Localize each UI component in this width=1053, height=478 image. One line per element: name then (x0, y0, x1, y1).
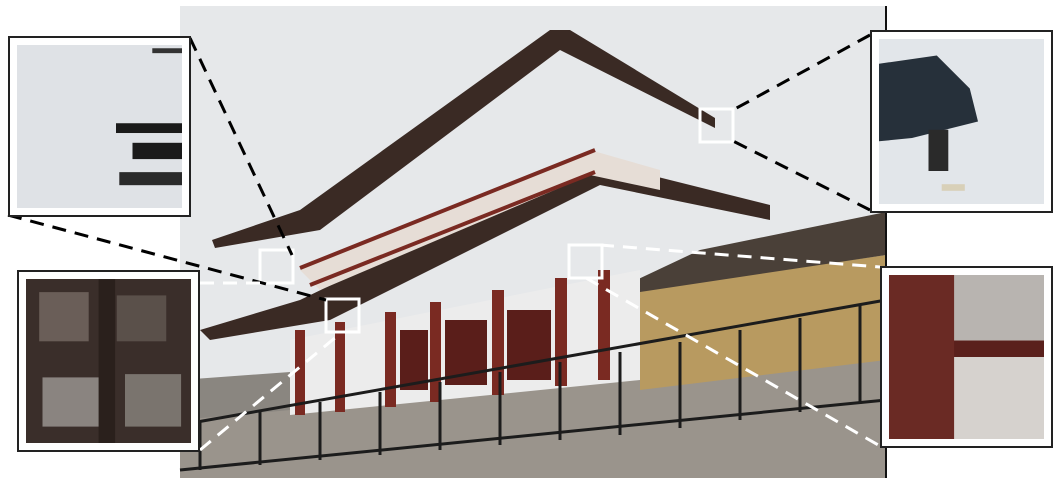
zoom-inset-top-left (8, 36, 191, 217)
zoom-inset-icon (879, 39, 1044, 204)
upper-beams (299, 148, 596, 287)
zoom-inset-icon (17, 45, 182, 208)
wall-roof (615, 212, 886, 292)
fence (179, 298, 887, 472)
zoom-inset-icon (889, 275, 1044, 439)
highlight-boxes (258, 107, 735, 334)
leader-line (732, 33, 871, 112)
highlight-box-1 (258, 248, 295, 285)
leader-line (585, 276, 881, 448)
leader-line (188, 37, 294, 256)
lower-roof (200, 160, 770, 340)
left-building (180, 372, 290, 420)
photo (179, 6, 887, 478)
highlight-box-3 (698, 107, 735, 144)
ground (180, 360, 886, 478)
doors (400, 310, 551, 390)
leader-line (599, 243, 881, 269)
leader-line (7, 213, 327, 302)
leader-lines (7, 33, 881, 452)
upper-roof (212, 30, 715, 248)
zoom-inset-bottom-left (17, 270, 200, 452)
zoom-inset-bottom-right (880, 266, 1053, 448)
highlight-box-2 (324, 297, 361, 334)
highlight-box-4 (567, 243, 604, 280)
leader-line (199, 330, 343, 452)
zoom-inset-top-right (870, 30, 1053, 213)
leader-line (732, 139, 871, 212)
zoom-inset-icon (26, 279, 191, 443)
